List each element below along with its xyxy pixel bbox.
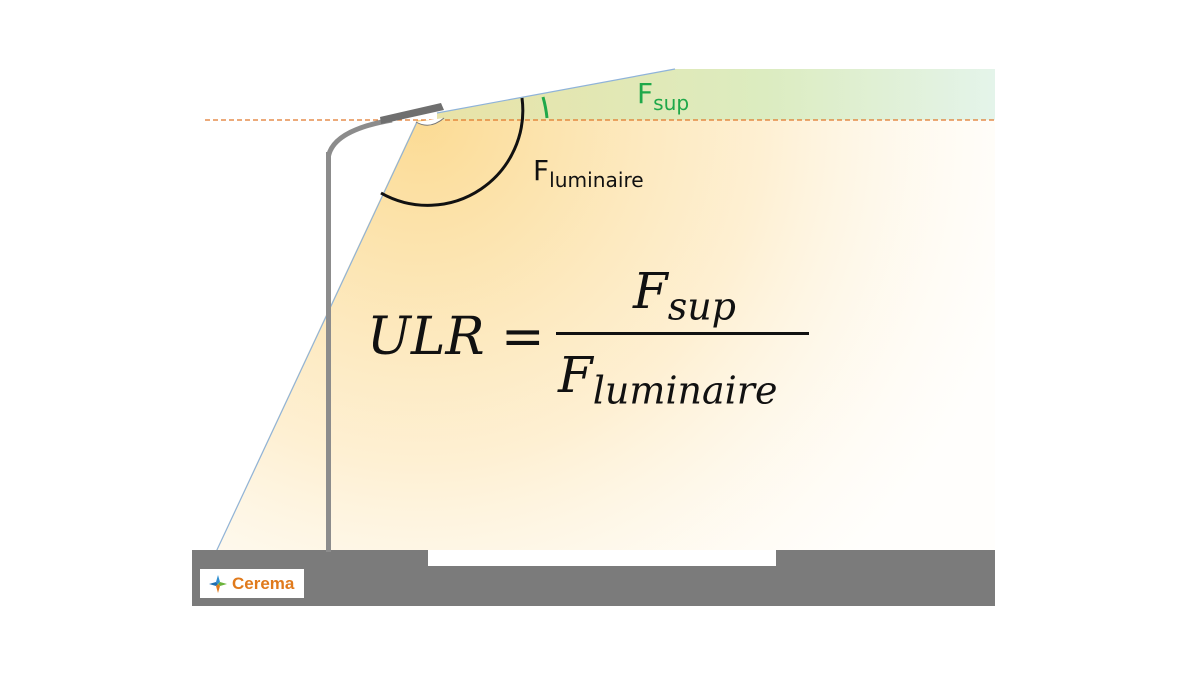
formula-denominator-base: F (558, 346, 593, 404)
formula-fraction-bar (556, 332, 809, 335)
street-light (326, 103, 445, 552)
f-luminaire-label: Fluminaire (533, 154, 644, 193)
formula-equals: = (501, 307, 545, 367)
formula-numerator: Fsup (633, 262, 736, 328)
formula-denominator: Fluminaire (558, 346, 777, 412)
cerema-logo-text: Cerema (232, 573, 295, 593)
f-sup-label-base: F (637, 77, 654, 110)
f-sup-label-sub: sup (653, 91, 690, 116)
street-light-head (380, 103, 444, 124)
f-sup-label: Fsup (637, 77, 690, 116)
f-luminaire-label-base: F (533, 154, 550, 187)
cerema-logo-mark-icon (209, 574, 227, 593)
luminaire-angle-arc (380, 97, 525, 207)
ground (192, 550, 995, 606)
formula-denominator-sub: luminaire (592, 368, 778, 413)
cerema-logo: Cerema (200, 569, 304, 598)
street-light-lens (415, 117, 445, 126)
formula-numerator-sub: sup (667, 284, 737, 329)
street-light-arm (326, 117, 393, 157)
formula-numerator-base: F (633, 262, 668, 320)
beam-edge-upper (436, 68, 676, 114)
sup-angle-arc (541, 96, 549, 119)
upward-light-beam (437, 69, 995, 120)
ulr-formula: ULR = Fsup Fluminaire (365, 262, 825, 422)
formula-lhs: ULR = (367, 307, 545, 367)
street-light-pole (326, 152, 331, 552)
f-luminaire-label-sub: luminaire (549, 168, 644, 193)
formula-lhs-text: ULR (367, 307, 485, 367)
downward-light-beam (216, 120, 995, 550)
